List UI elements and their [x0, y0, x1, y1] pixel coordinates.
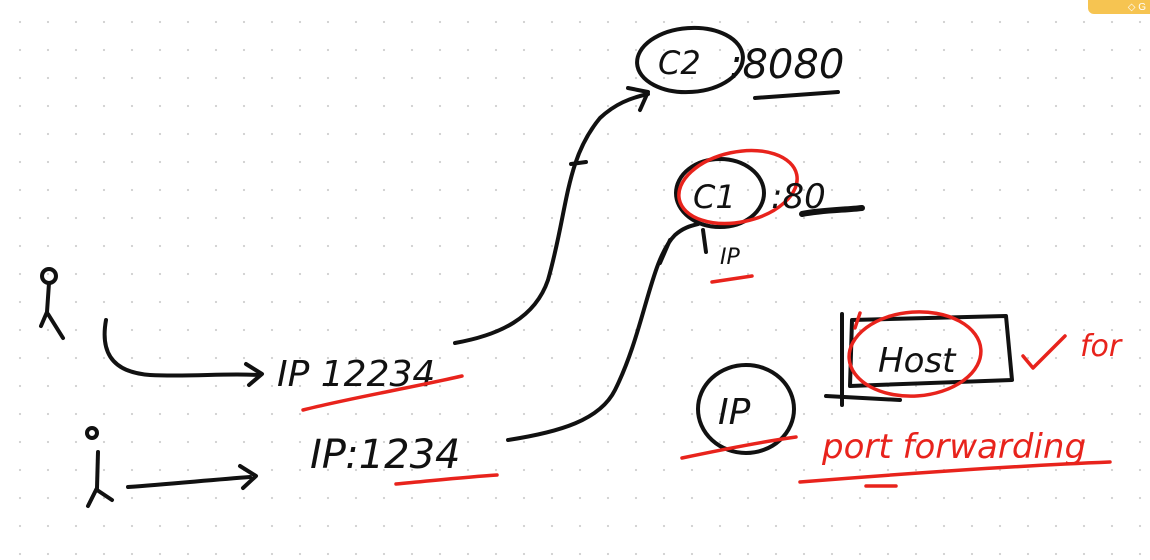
c1-divider-tick: [701, 228, 708, 254]
c2-port-underline: [753, 90, 840, 100]
corner-badge-label: G: [1138, 1, 1146, 13]
user-figure-bottom: [85, 426, 114, 508]
ip-node-label: IP: [718, 392, 751, 433]
user-figure-top: [39, 267, 65, 340]
ip-top-underline: [301, 374, 464, 412]
for-note: for: [1080, 329, 1123, 364]
c2-label: C2: [658, 44, 701, 82]
arrow-ip-top-to-c2: [453, 86, 650, 345]
port-forwarding-underline: [798, 460, 1112, 484]
c2-port-label: :8080: [729, 42, 844, 88]
corner-badge[interactable]: ◇ G: [1088, 0, 1150, 14]
c1-port-underline: [799, 205, 865, 217]
check-mark: [1021, 334, 1067, 370]
host-box: Host: [824, 310, 1014, 407]
c1-node: C1: [674, 148, 799, 229]
c1-ip-underline: [710, 274, 754, 284]
arrow-ip-bottom-to-c1: [506, 222, 700, 442]
ip-top-label: IP 12234: [277, 354, 435, 395]
diamond-icon: ◇: [1127, 1, 1139, 13]
c1-ip-note: IP: [720, 245, 740, 270]
c1-label: C1: [693, 178, 736, 216]
arrow-user1-to-ip: [102, 318, 264, 387]
host-label: Host: [878, 341, 957, 381]
ip-bottom-label: IP:1234: [310, 432, 461, 478]
c2-node: C2: [635, 25, 745, 95]
port-forwarding-note: port forwarding: [821, 427, 1086, 467]
ip-bottom-underline: [394, 473, 499, 486]
ip-node: IP: [680, 363, 798, 460]
arrow-user2-to-ip: [126, 464, 258, 490]
